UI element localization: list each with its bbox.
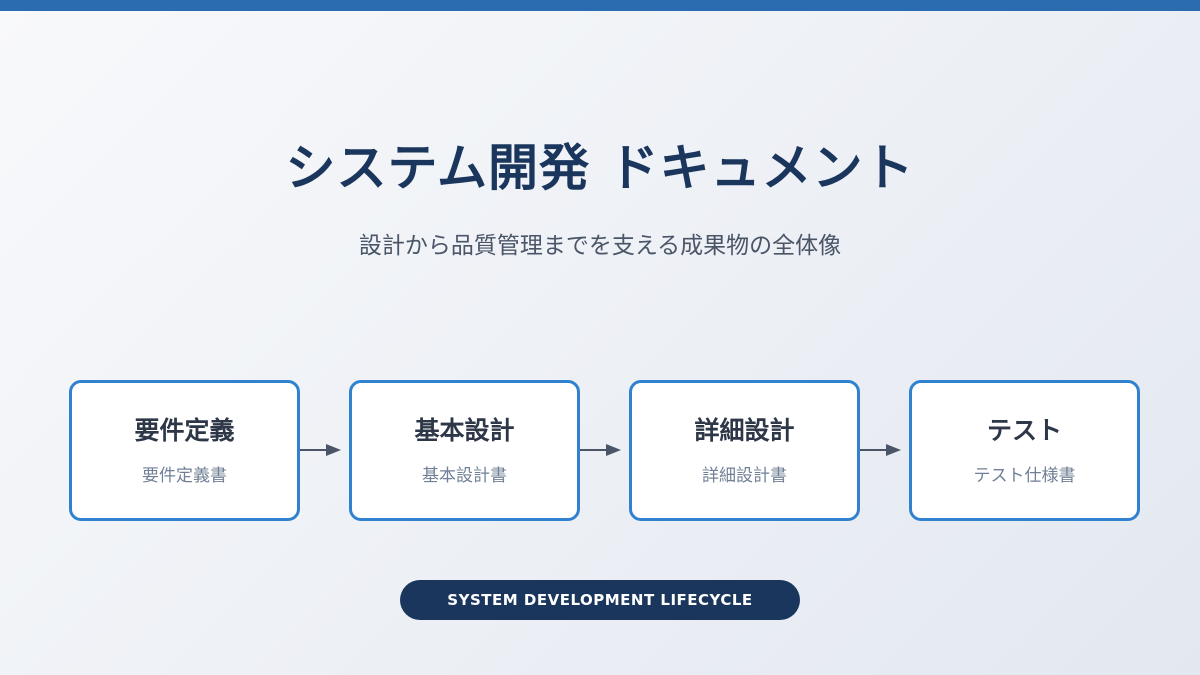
step-card-detailed-design: 詳細設計 詳細設計書 xyxy=(629,380,860,521)
step-card-basic-design: 基本設計 基本設計書 xyxy=(349,380,580,521)
step-document: 詳細設計書 xyxy=(702,466,787,486)
arrow-right-icon xyxy=(580,444,621,456)
page-subtitle: 設計から品質管理までを支える成果物の全体像 xyxy=(358,233,842,259)
step-card-test: テスト テスト仕様書 xyxy=(909,380,1140,521)
top-accent-bar xyxy=(0,0,1200,11)
step-heading: 基本設計 xyxy=(414,416,515,445)
step-card-requirements: 要件定義 要件定義書 xyxy=(69,380,300,521)
step-heading: 詳細設計 xyxy=(694,416,795,445)
arrow-right-icon xyxy=(300,444,341,456)
step-document: 基本設計書 xyxy=(422,466,507,486)
lifecycle-badge: SYSTEM DEVELOPMENT LIFECYCLE xyxy=(400,580,800,620)
step-heading: テスト xyxy=(986,416,1062,445)
step-document: 要件定義書 xyxy=(142,466,227,486)
step-heading: 要件定義 xyxy=(134,416,235,445)
arrow-right-icon xyxy=(860,444,901,456)
page-title: システム開発 ドキュメント xyxy=(285,139,915,197)
step-document: テスト仕様書 xyxy=(973,466,1076,486)
